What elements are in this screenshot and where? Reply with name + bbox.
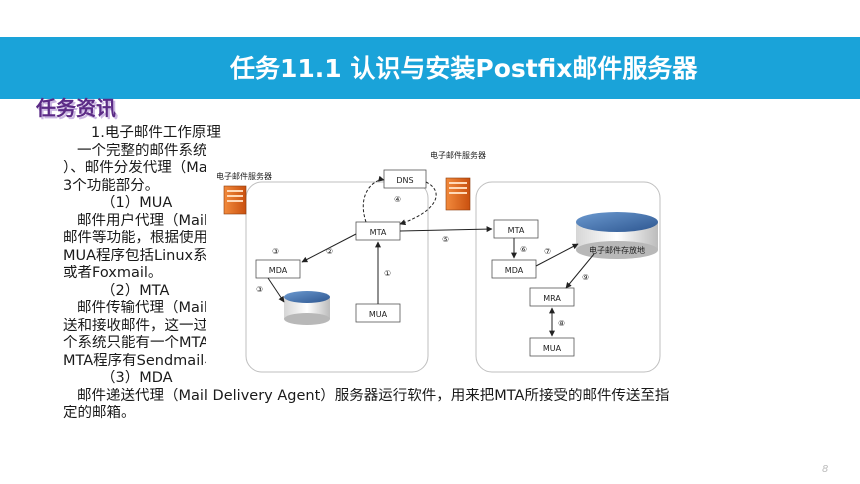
right-mra-label: MRA (543, 294, 561, 303)
step-3-label: ③ (256, 285, 263, 294)
right-mua-label: MUA (543, 344, 562, 353)
text-line: 3个功能部分。 (63, 177, 160, 194)
dns-label: DNS (396, 176, 413, 185)
arrow-step-4a (362, 175, 385, 223)
page-number: 8 (822, 464, 829, 475)
right-mta-label: MTA (508, 226, 525, 235)
text-line: （3）MDA (101, 370, 173, 386)
step-9-label: ⑨ (582, 273, 589, 282)
left-mda-box (255, 259, 301, 279)
arrow-step-9 (565, 253, 595, 289)
text-line: 1.电子邮件工作原理 (91, 125, 221, 141)
right-mua-box (529, 337, 575, 357)
right-mda-label: MDA (505, 266, 524, 275)
arrow-step-2 (301, 233, 357, 263)
left-server-label: 电子邮件服务器 (216, 171, 272, 181)
right-mda-box (491, 259, 537, 279)
text-line: 邮件递送代理（Mail Delivery Agent）服务器运行软件，用来把MT… (77, 387, 670, 404)
arrow-step-7 (535, 243, 579, 267)
arrow-step-4b (399, 181, 437, 226)
step-5-label: ⑤ (442, 235, 449, 244)
step-1-label: ① (384, 269, 391, 278)
left-storage-disk (284, 291, 330, 325)
arrow-step-3 (267, 277, 285, 303)
mail-system-diagram: 电子邮件服务器 电子邮件服务器 DNS MTA MDA MUA MTA MDA … (206, 142, 668, 378)
right-server-icon (445, 177, 471, 211)
left-mta-label: MTA (370, 228, 387, 237)
left-mua-label: MUA (369, 310, 388, 319)
slide-title: 任务11.1 认识与安装Postfix邮件服务器 (230, 54, 698, 83)
step-3b-label: ③ (272, 247, 279, 256)
text-line: 或者Foxmail。 (63, 265, 163, 281)
right-mta-box (493, 219, 539, 239)
left-server-icon (223, 185, 247, 215)
step-8-label: ⑧ (558, 319, 565, 328)
right-storage-disk (576, 212, 658, 259)
storage-label: 电子邮件存放地 (589, 245, 645, 255)
step-7-label: ⑦ (544, 247, 551, 256)
left-mda-label: MDA (269, 266, 288, 275)
arrow-step-5 (399, 226, 493, 233)
text-line: 定的邮箱。 (63, 405, 136, 421)
step-4-label: ④ (394, 195, 401, 204)
text-line: （1）MUA (101, 195, 173, 211)
section-badge: 任务资讯 (36, 96, 116, 120)
text-line: （2）MTA (101, 282, 170, 299)
step-6-label: ⑥ (520, 245, 527, 254)
step-2-label: ② (326, 247, 333, 256)
right-server-label: 电子邮件服务器 (430, 150, 486, 160)
right-mra-box (529, 287, 575, 307)
title-bar: 任务11.1 认识与安装Postfix邮件服务器 (0, 37, 860, 99)
